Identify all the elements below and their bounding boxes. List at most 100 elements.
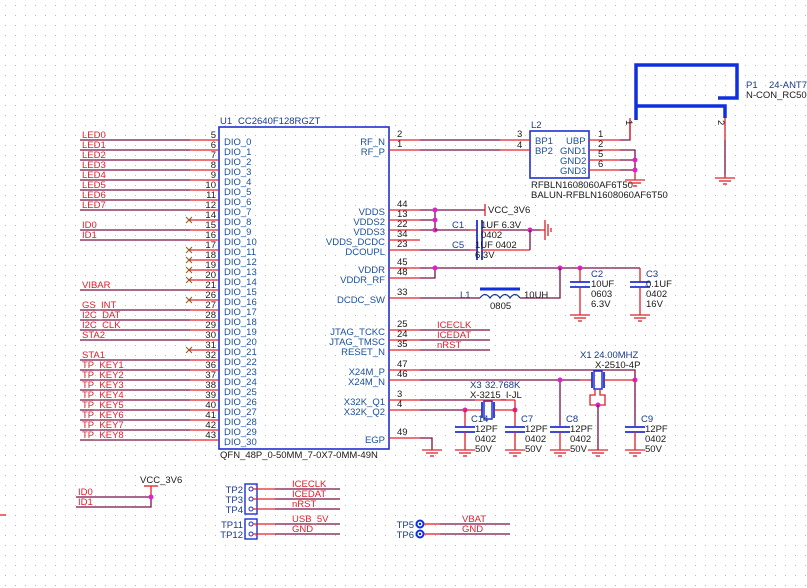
l1-inductor[interactable]: L1 10UH 0805 [460, 287, 548, 312]
pin-name: X32K_Q2 [344, 407, 385, 418]
c5-capacitor[interactable]: C5 1UF 0402 6.3V [452, 240, 530, 261]
pin-name: VDDR_RF [340, 275, 385, 286]
testpoint-designator: TP2 [226, 485, 243, 496]
net-label: ID1 [78, 497, 93, 508]
pin-name: DIO_4 [224, 177, 251, 188]
l2-component[interactable]: L2 3 4 BP1 BP2 UBP GND1 GND2 GND3 1 2 5 … [500, 120, 668, 201]
u1-part: CC2640F128RGZT [238, 116, 321, 127]
u1-component[interactable]: U1 CC2640F128RGZT QFN_48P_0-50MM_7-0X7-0… [80, 116, 420, 461]
net-label: VBAT [462, 514, 486, 525]
net-label: ID1 [82, 230, 97, 241]
p1-footprint: N-CON_RC500 [746, 90, 807, 101]
pin-number: 39 [205, 390, 216, 401]
pin-number: 47 [397, 359, 408, 370]
l2-pin-num: 6 [598, 159, 603, 170]
p1-connector[interactable]: 1 2 P1 24-ANT7 N-CON_RC500 [623, 63, 807, 140]
c2-capacitor[interactable]: C2 10UF 0603 6.3V [570, 268, 614, 315]
net-label: ICECLK [437, 320, 472, 331]
pin-number: 11 [206, 190, 216, 201]
c1-package: 0402 [481, 230, 502, 241]
pin-number: 2 [397, 129, 402, 140]
u1-body [218, 126, 390, 450]
pin-number: 49 [397, 427, 408, 438]
x3-crystal[interactable]: X3 32.768K X-3215_I-JL [465, 380, 522, 420]
net-label: nRST [437, 340, 461, 351]
junction [432, 207, 438, 213]
u1-pin-row[interactable]: 2RF_N [360, 129, 420, 148]
inductor-icon [479, 293, 521, 300]
l2-pin-num: 1 [598, 129, 603, 140]
pin-name: DIO_13 [224, 267, 257, 278]
c9-designator: C9 [641, 414, 653, 425]
pin-number: 44 [397, 199, 408, 210]
x1-footprint: X-2510-4P [595, 360, 640, 371]
u1-pin-row[interactable]: 1RF_P [361, 139, 420, 158]
x3-footprint: X-3215_I-JL [470, 390, 522, 401]
vcc-power-port: VCC_3V6 [484, 204, 530, 216]
net-label: TP_KEY3 [82, 380, 124, 391]
c1-capacitor[interactable]: C1 1UF 6.3V 0402 [452, 220, 522, 241]
c3-capacitor[interactable]: C3 0.1UF 0402 16V [630, 268, 672, 315]
